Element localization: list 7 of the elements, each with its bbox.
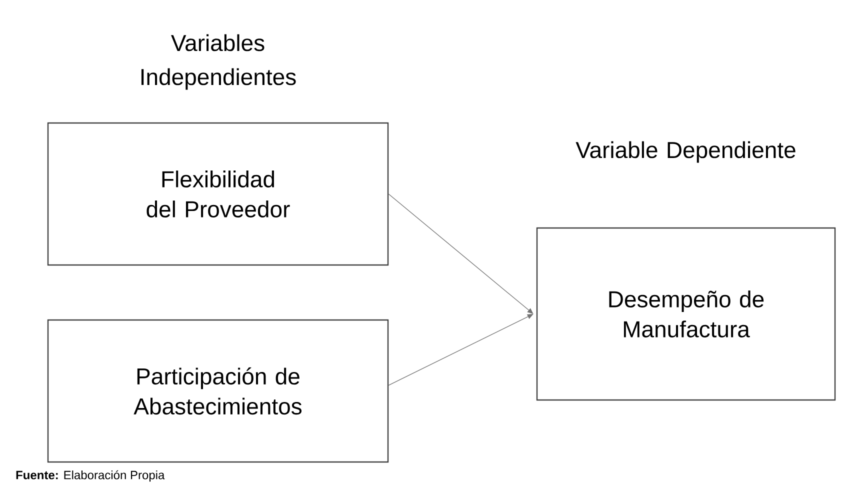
process-box: Desempeño de Manufactura — [536, 227, 836, 401]
heading: Variables Independientes — [141, 34, 296, 90]
heading: Variable Dependiente — [576, 141, 796, 163]
arrow — [388, 194, 534, 314]
process-box: Participación de Abastecimientos — [47, 319, 389, 463]
process-box: Flexibilidad del Proveedor — [47, 122, 389, 266]
caption: Fuente: Elaboración Propia — [16, 470, 165, 482]
